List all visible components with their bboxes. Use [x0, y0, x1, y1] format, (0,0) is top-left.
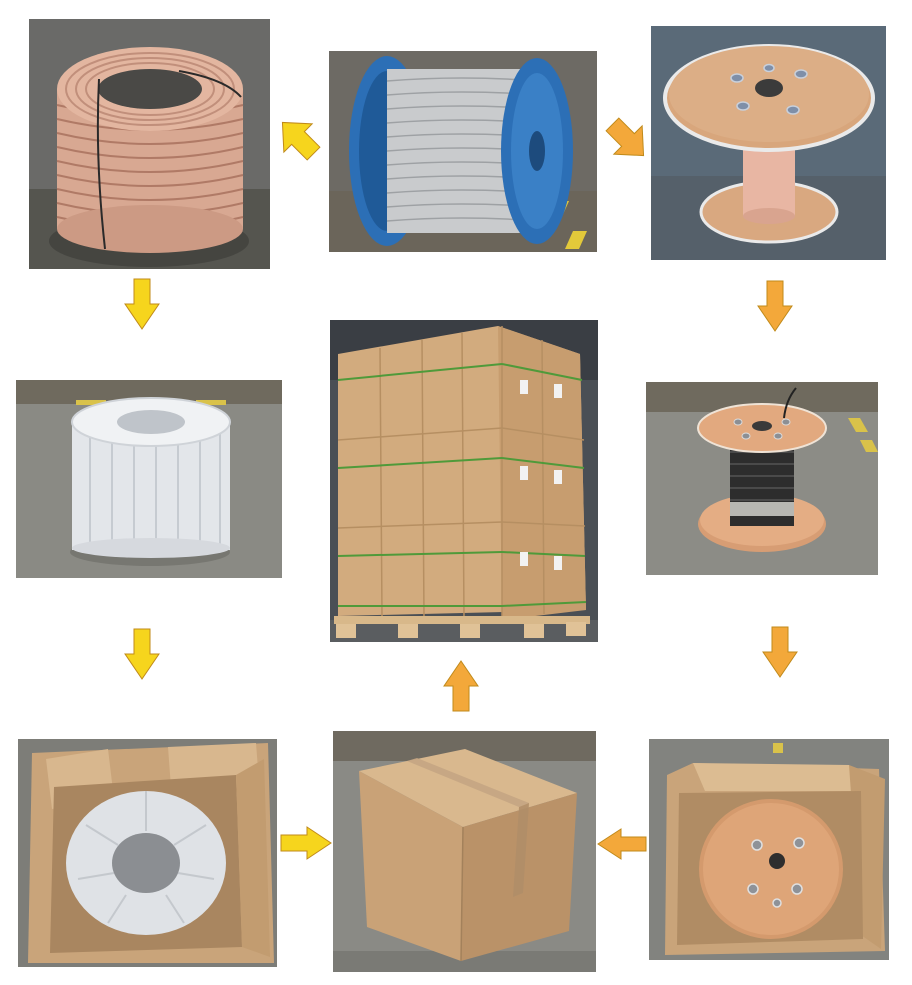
- arrow-shape: [605, 117, 645, 157]
- photo-wrapped-coil-in-open-carton: [18, 739, 277, 967]
- arrow-shape: [443, 660, 479, 712]
- arrow-coil-down-1: [124, 278, 160, 330]
- arrow-shape: [281, 121, 321, 161]
- arrow-shape: [280, 826, 332, 860]
- photo-palletized-cartons: [330, 320, 598, 642]
- arrow-sealed-box-to-pallet: [443, 660, 479, 712]
- arrow-shape: [757, 280, 793, 332]
- arrow-reel-down-1: [757, 280, 793, 332]
- arrow-spool-to-reel: [600, 112, 656, 168]
- photo-sealed-carton: [333, 731, 596, 972]
- arrow-reel-down-2: [762, 626, 798, 678]
- photo-shrink-wrapped-coil: [16, 380, 282, 578]
- photo-empty-wooden-reel: [651, 26, 886, 260]
- photo-cable-wound-on-wooden-reel: [646, 382, 878, 575]
- photo-coiled-pink-cable: [29, 19, 270, 269]
- arrow-shape: [597, 828, 647, 860]
- arrow-reel-box-to-sealed-box: [597, 828, 647, 860]
- arrow-shape: [762, 626, 798, 678]
- arrow-shape: [124, 628, 160, 680]
- arrow-open-box-to-sealed-box: [280, 826, 332, 860]
- photo-wooden-reel-in-open-carton: [649, 739, 889, 960]
- photo-cable-on-blue-plastic-spool: [329, 51, 597, 252]
- arrow-shape: [124, 278, 160, 330]
- arrow-spool-to-coil: [270, 110, 326, 166]
- arrow-coil-down-2: [124, 628, 160, 680]
